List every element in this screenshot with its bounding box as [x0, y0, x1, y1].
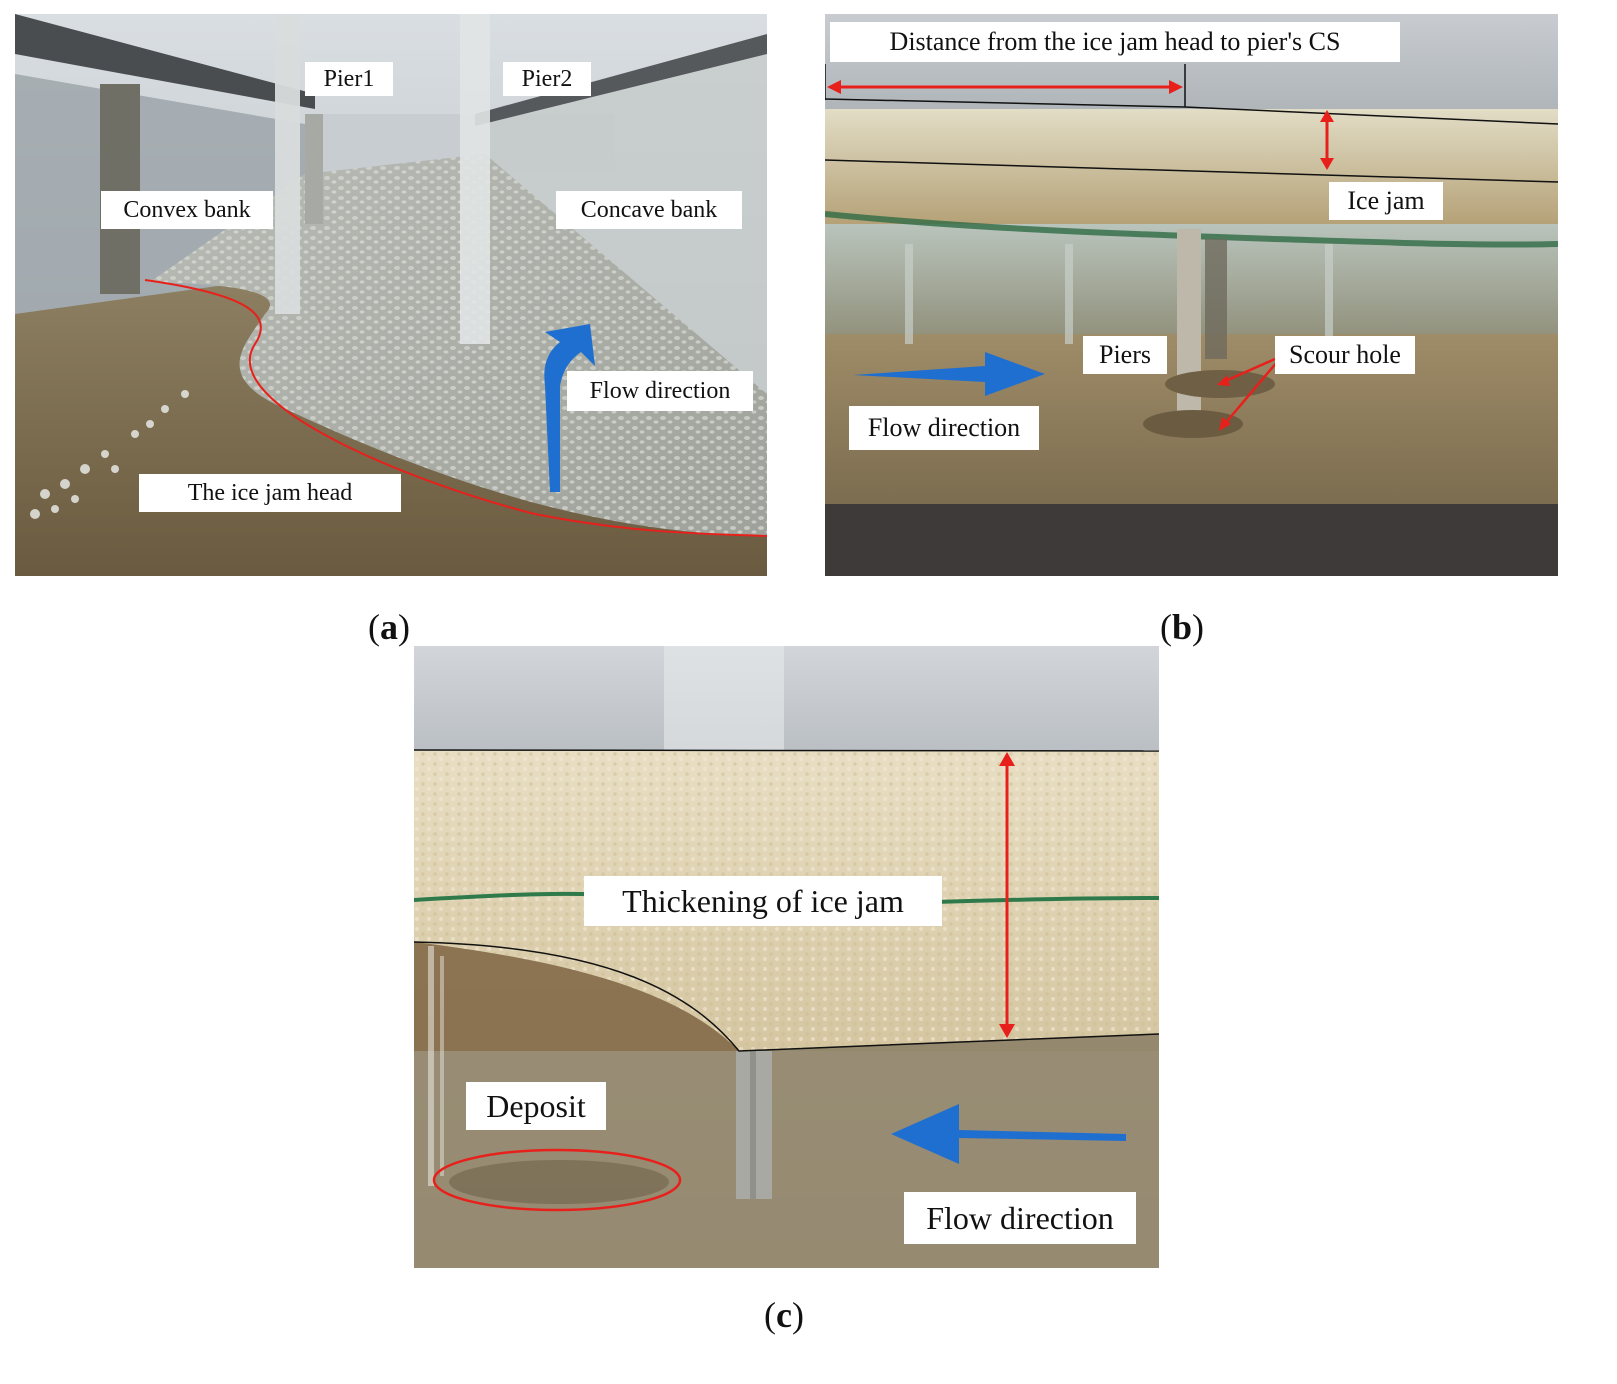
- caption-b-letter: b: [1172, 607, 1193, 647]
- photo-panel-c: Thickening of ice jam Deposit Flow direc…: [414, 646, 1159, 1268]
- photo-panel-a: Pier1 Pier2 Convex bank Concave bank Flo…: [15, 14, 767, 576]
- caption-b: (b): [1160, 607, 1205, 647]
- label-ice-jam: Ice jam: [1329, 182, 1443, 220]
- caption-a-letter: a: [380, 607, 398, 647]
- label-ice-jam-head: The ice jam head: [139, 474, 401, 512]
- label-flow-direction-b: Flow direction: [849, 406, 1039, 450]
- flume-photo-b: [825, 14, 1558, 576]
- label-pier1: Pier1: [305, 62, 393, 96]
- photo-panel-b: Distance from the ice jam head to pier's…: [825, 14, 1558, 576]
- flume-photo-c: [414, 646, 1159, 1268]
- label-convex-bank: Convex bank: [101, 191, 273, 229]
- label-concave-bank: Concave bank: [556, 191, 742, 229]
- caption-c-letter: c: [776, 1295, 792, 1335]
- label-flow-direction-a: Flow direction: [567, 371, 753, 411]
- label-deposit: Deposit: [466, 1082, 606, 1130]
- label-piers: Piers: [1083, 336, 1167, 374]
- label-distance: Distance from the ice jam head to pier's…: [830, 22, 1400, 62]
- label-flow-direction-c: Flow direction: [904, 1192, 1136, 1244]
- caption-c: (c): [764, 1295, 804, 1335]
- label-thickening: Thickening of ice jam: [584, 876, 942, 926]
- label-pier2: Pier2: [503, 62, 591, 96]
- caption-a: (a): [368, 607, 410, 647]
- label-scour-hole: Scour hole: [1275, 336, 1415, 374]
